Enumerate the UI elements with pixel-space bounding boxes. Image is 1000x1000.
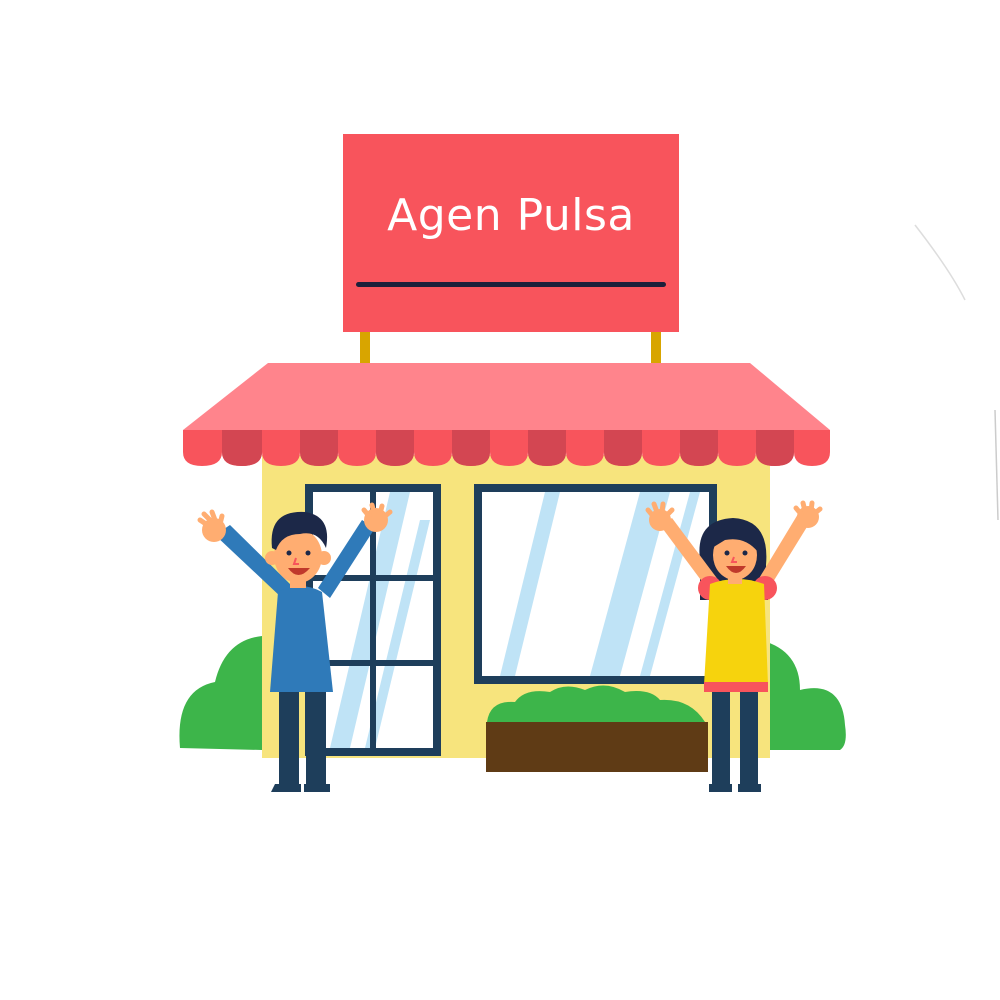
- awning-scallops: [183, 430, 830, 466]
- sign-pole-left: [360, 328, 370, 368]
- bush-icon-right: [760, 640, 846, 750]
- bush-icon-left: [179, 636, 262, 750]
- man-waving-icon: [197, 502, 393, 792]
- shop-door: [305, 484, 441, 756]
- shop-window: [474, 484, 717, 684]
- background-circle-edge-right: [994, 409, 999, 521]
- woman-waving-icon: [645, 500, 823, 792]
- awning-top: [183, 363, 830, 430]
- background-circle-edge: [914, 224, 966, 301]
- sign-title: Agen Pulsa: [387, 190, 635, 241]
- sign-underline: [356, 282, 666, 287]
- sign-pole-right: [651, 328, 661, 368]
- planter-icon: [486, 685, 708, 772]
- sign-board: [343, 134, 679, 332]
